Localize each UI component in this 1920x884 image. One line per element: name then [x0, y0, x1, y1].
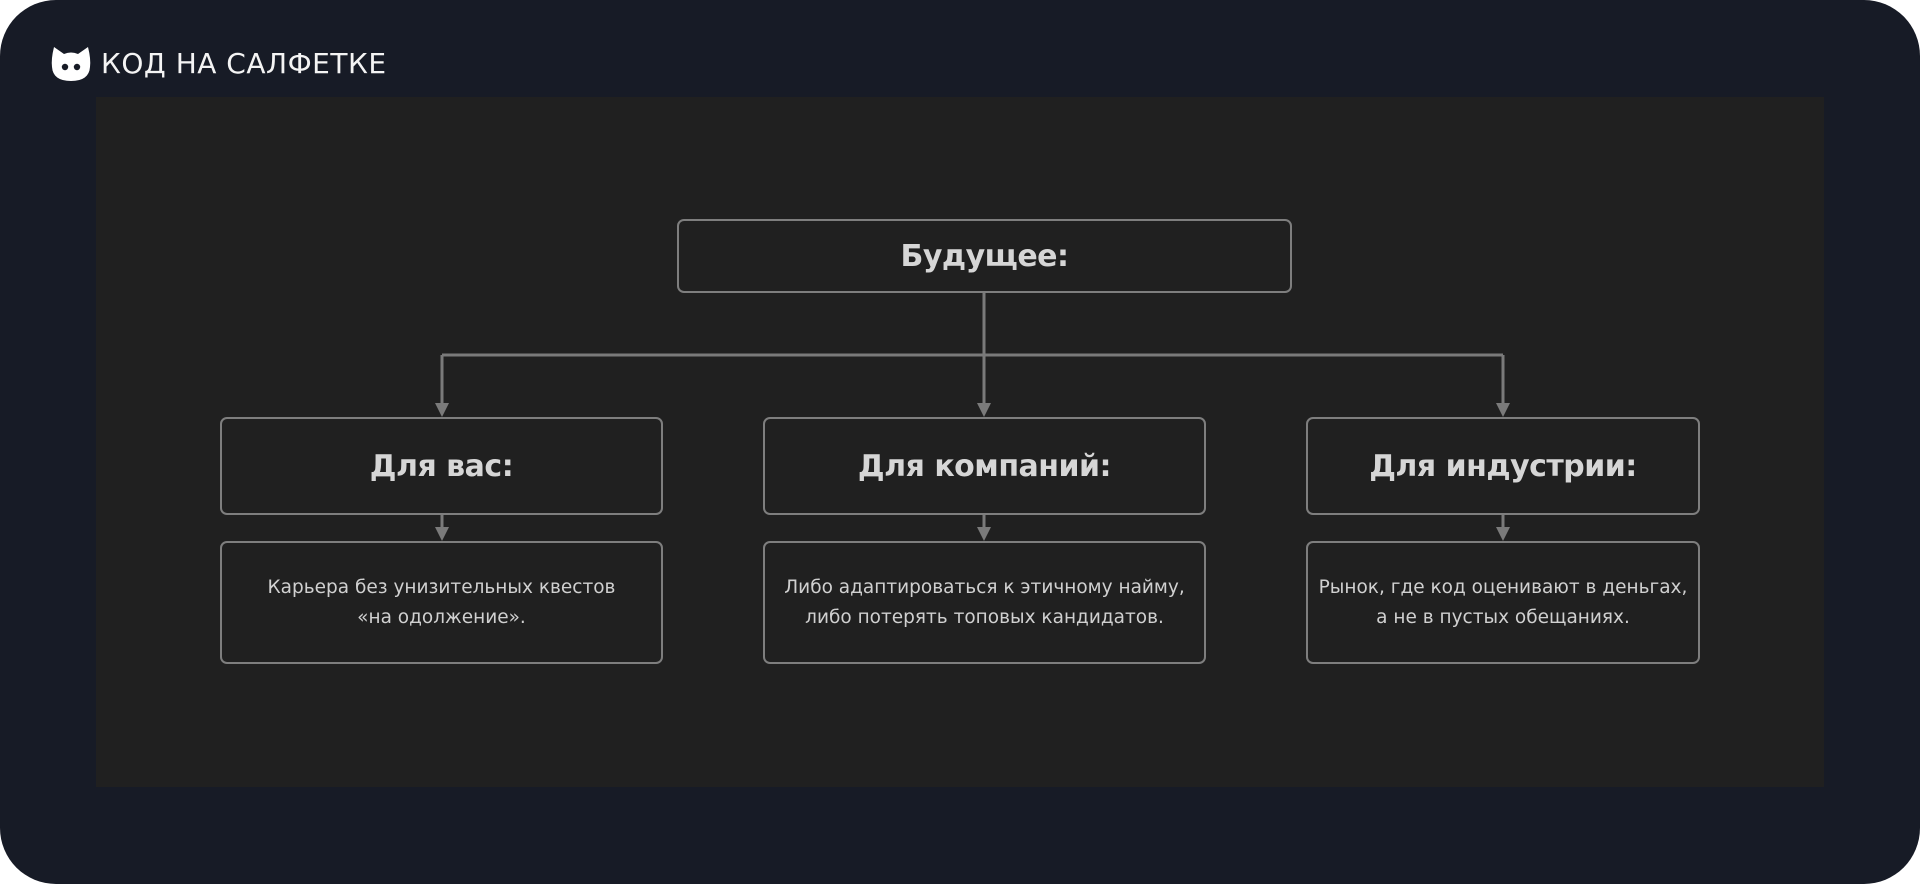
node-desc-industry-text: Рынок, где код оценивают в деньгах, а не… — [1318, 576, 1688, 628]
node-root-label: Будущее: — [900, 238, 1069, 274]
brand-name: КОД НА САЛФЕТКЕ — [101, 47, 387, 80]
node-desc-you-text: Карьера без унизительных квестов «на одо… — [267, 576, 616, 628]
arrowhead-branch-2 — [977, 403, 991, 417]
cat-icon — [51, 47, 91, 81]
node-desc-industry: Рынок, где код оценивают в деньгах, а не… — [1306, 541, 1700, 664]
brand[interactable]: КОД НА САЛФЕТКЕ — [51, 44, 387, 84]
arrowhead-desc-1 — [435, 527, 449, 541]
arrowhead-branch-3 — [1496, 403, 1510, 417]
arrowhead-desc-2 — [977, 527, 991, 541]
node-branch-industry-label: Для индустрии: — [1369, 448, 1637, 484]
node-branch-you-label: Для вас: — [369, 448, 514, 484]
node-branch-industry: Для индустрии: — [1306, 417, 1700, 515]
node-desc-you: Карьера без унизительных квестов «на одо… — [220, 541, 663, 664]
arrowhead-branch-1 — [435, 403, 449, 417]
node-desc-companies-text: Либо адаптироваться к этичному найму, ли… — [784, 576, 1185, 628]
node-root: Будущее: — [677, 219, 1292, 293]
node-desc-companies: Либо адаптироваться к этичному найму, ли… — [763, 541, 1206, 664]
arrowhead-desc-3 — [1496, 527, 1510, 541]
connector-lines — [435, 293, 1510, 541]
node-branch-you: Для вас: — [220, 417, 663, 515]
diagram-canvas: Будущее: Для вас: Карьера без унизительн… — [96, 97, 1824, 787]
node-branch-companies-label: Для компаний: — [857, 448, 1112, 484]
node-branch-companies: Для компаний: — [763, 417, 1206, 515]
